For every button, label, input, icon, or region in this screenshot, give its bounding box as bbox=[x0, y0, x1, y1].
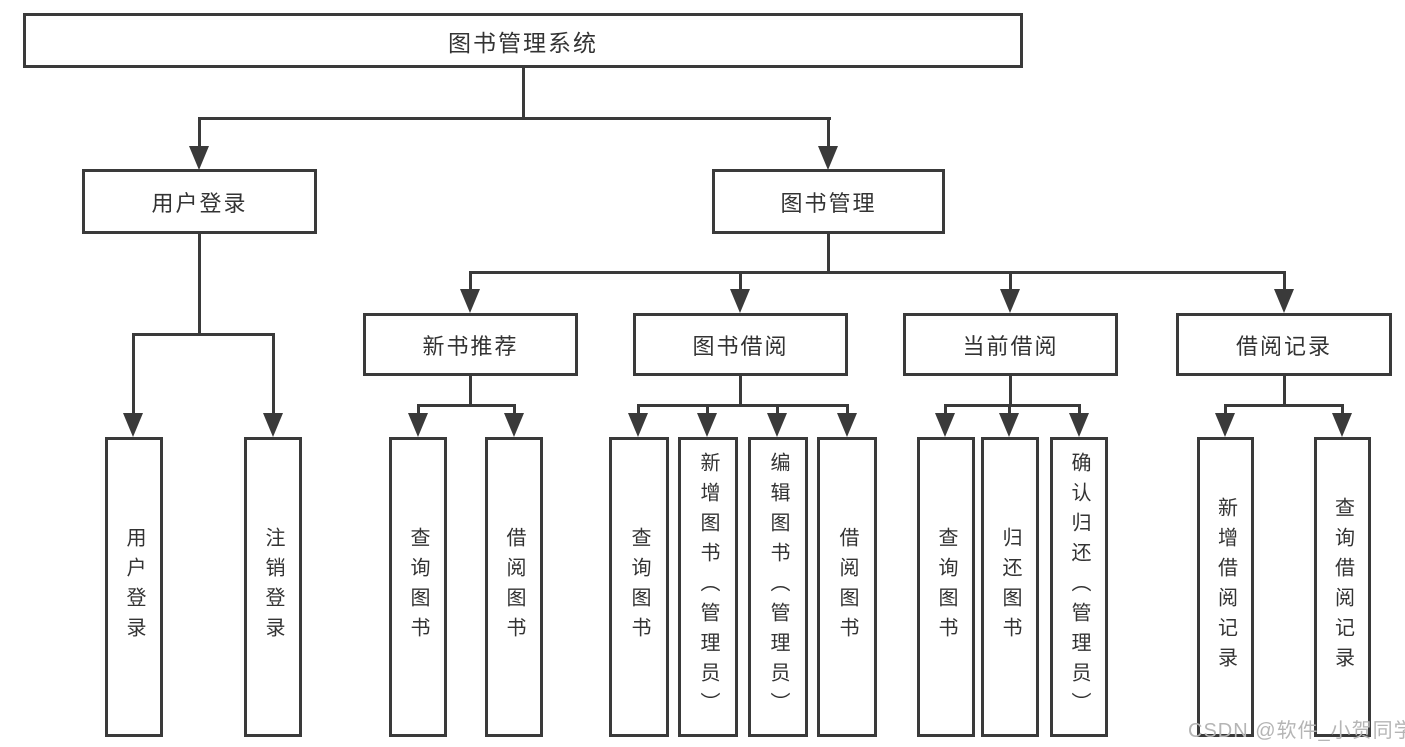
arrowhead-down-query-books-2 bbox=[628, 413, 648, 437]
node-borrowing-records-label: 借阅记录 bbox=[1235, 333, 1332, 359]
node-current-borrowing-label: 当前借阅 bbox=[962, 333, 1059, 359]
arrowhead-down-confirm-return bbox=[1069, 413, 1089, 437]
connector-drop-query-books-3 bbox=[944, 404, 947, 416]
node-leaf-borrow-books: 借阅图书 bbox=[817, 437, 877, 737]
node-current-borrowing: 当前借阅 bbox=[903, 313, 1118, 376]
node-leaf-add-books-admin-label: 新增图书（管理员） bbox=[697, 452, 719, 722]
connector-new-book-rail bbox=[417, 404, 516, 407]
node-user-login-label: 用户登录 bbox=[151, 190, 248, 216]
arrowhead-down-return-books bbox=[999, 413, 1019, 437]
arrowhead-down-borrow-record bbox=[1274, 289, 1294, 313]
connector-drop-borrow-books-1 bbox=[513, 404, 516, 416]
connector-drop-book-management bbox=[827, 117, 830, 147]
connector-current-borrow-rail bbox=[944, 404, 1081, 407]
arrowhead-down-logout-leaf bbox=[263, 413, 283, 437]
node-leaf-return-books-label: 归还图书 bbox=[999, 527, 1021, 647]
connector-root-stem bbox=[522, 67, 525, 119]
node-leaf-return-books: 归还图书 bbox=[981, 437, 1039, 737]
connector-drop-borrow-books-2 bbox=[846, 404, 849, 416]
node-user-login: 用户登录 bbox=[82, 169, 317, 234]
node-leaf-add-borrow-record: 新增借阅记录 bbox=[1197, 437, 1254, 737]
connector-drop-confirm-return bbox=[1078, 404, 1081, 416]
connector-drop-current-borrow bbox=[1009, 271, 1012, 291]
arrowhead-down-query-books-1 bbox=[408, 413, 428, 437]
connector-borrow-record-rail bbox=[1224, 404, 1344, 407]
node-leaf-edit-books-admin: 编辑图书（管理员） bbox=[748, 437, 808, 737]
connector-drop-new-book bbox=[469, 271, 472, 291]
arrowhead-down-login-leaf bbox=[123, 413, 143, 437]
node-leaf-edit-books-admin-label: 编辑图书（管理员） bbox=[767, 452, 789, 722]
connector-drop-query-books-2 bbox=[637, 404, 640, 416]
node-leaf-borrow-books-label: 借阅图书 bbox=[836, 527, 858, 647]
connector-drop-edit-books bbox=[776, 404, 779, 416]
node-leaf-user-login-label: 用户登录 bbox=[123, 527, 145, 647]
node-leaf-query-books-recommend: 查询图书 bbox=[389, 437, 447, 737]
node-book-management-label: 图书管理 bbox=[780, 190, 877, 216]
arrowhead-down-query-record bbox=[1332, 413, 1352, 437]
connector-drop-login-leaf bbox=[132, 333, 135, 414]
arrowhead-down-add-record bbox=[1215, 413, 1235, 437]
connector-drop-user-login bbox=[198, 117, 201, 147]
node-leaf-query-books-borrowing: 查询图书 bbox=[609, 437, 669, 737]
connector-borrow-record-stem bbox=[1283, 376, 1286, 407]
connector-drop-query-record bbox=[1341, 404, 1344, 416]
node-leaf-logout-label: 注销登录 bbox=[262, 527, 284, 647]
arrowhead-down-current-borrow bbox=[1000, 289, 1020, 313]
node-leaf-confirm-return-admin: 确认归还（管理员） bbox=[1050, 437, 1108, 737]
connector-book-borrow-rail bbox=[637, 404, 849, 407]
node-leaf-add-borrow-record-label: 新增借阅记录 bbox=[1214, 497, 1237, 677]
node-book-management: 图书管理 bbox=[712, 169, 945, 234]
node-leaf-query-books-recommend-label: 查询图书 bbox=[407, 527, 429, 647]
node-leaf-query-borrow-record: 查询借阅记录 bbox=[1314, 437, 1371, 737]
node-leaf-borrow-books-recommend-label: 借阅图书 bbox=[503, 527, 525, 647]
node-leaf-query-books-current-label: 查询图书 bbox=[935, 527, 957, 647]
arrowhead-down-new-book bbox=[460, 289, 480, 313]
node-library-management-system-label: 图书管理系统 bbox=[448, 29, 598, 56]
connector-drop-logout-leaf bbox=[272, 333, 275, 414]
connector-drop-borrow-record bbox=[1283, 271, 1286, 291]
node-leaf-query-books-borrowing-label: 查询图书 bbox=[628, 527, 650, 647]
connector-drop-add-record bbox=[1224, 404, 1227, 416]
connector-level1-rail bbox=[198, 117, 831, 120]
node-leaf-confirm-return-admin-label: 确认归还（管理员） bbox=[1068, 452, 1090, 722]
connector-current-borrow-stem bbox=[1009, 376, 1012, 407]
arrowhead-down-edit-books bbox=[767, 413, 787, 437]
node-leaf-query-borrow-record-label: 查询借阅记录 bbox=[1331, 497, 1354, 677]
node-leaf-add-books-admin: 新增图书（管理员） bbox=[678, 437, 738, 737]
arrowhead-down-add-books bbox=[697, 413, 717, 437]
node-book-borrowing: 图书借阅 bbox=[633, 313, 848, 376]
connector-user-login-stem bbox=[198, 234, 201, 336]
node-leaf-logout: 注销登录 bbox=[244, 437, 302, 737]
connector-book-management-stem bbox=[827, 234, 830, 274]
node-library-management-system: 图书管理系统 bbox=[23, 13, 1023, 68]
connector-drop-query-books-1 bbox=[417, 404, 420, 416]
connector-user-login-rail bbox=[132, 333, 275, 336]
arrowhead-down-borrow-books-1 bbox=[504, 413, 524, 437]
connector-drop-book-borrow bbox=[739, 271, 742, 291]
connector-drop-return-books bbox=[1008, 404, 1011, 416]
arrowhead-down-borrow-books-2 bbox=[837, 413, 857, 437]
node-new-book-recommend: 新书推荐 bbox=[363, 313, 578, 376]
node-leaf-user-login: 用户登录 bbox=[105, 437, 163, 737]
csdn-watermark: CSDN @软件_小贺同学 bbox=[1188, 720, 1405, 742]
arrowhead-down-query-books-3 bbox=[935, 413, 955, 437]
arrowhead-down-book-management bbox=[818, 146, 838, 170]
node-leaf-borrow-books-recommend: 借阅图书 bbox=[485, 437, 543, 737]
arrowhead-down-user-login bbox=[189, 146, 209, 170]
arrowhead-down-book-borrow bbox=[730, 289, 750, 313]
connector-level2-rail bbox=[469, 271, 1286, 274]
connector-book-borrow-stem bbox=[739, 376, 742, 407]
node-leaf-query-books-current: 查询图书 bbox=[917, 437, 975, 737]
node-borrowing-records: 借阅记录 bbox=[1176, 313, 1392, 376]
node-book-borrowing-label: 图书借阅 bbox=[692, 333, 789, 359]
connector-drop-add-books bbox=[706, 404, 709, 416]
node-new-book-recommend-label: 新书推荐 bbox=[422, 333, 519, 359]
connector-new-book-stem bbox=[469, 376, 472, 407]
